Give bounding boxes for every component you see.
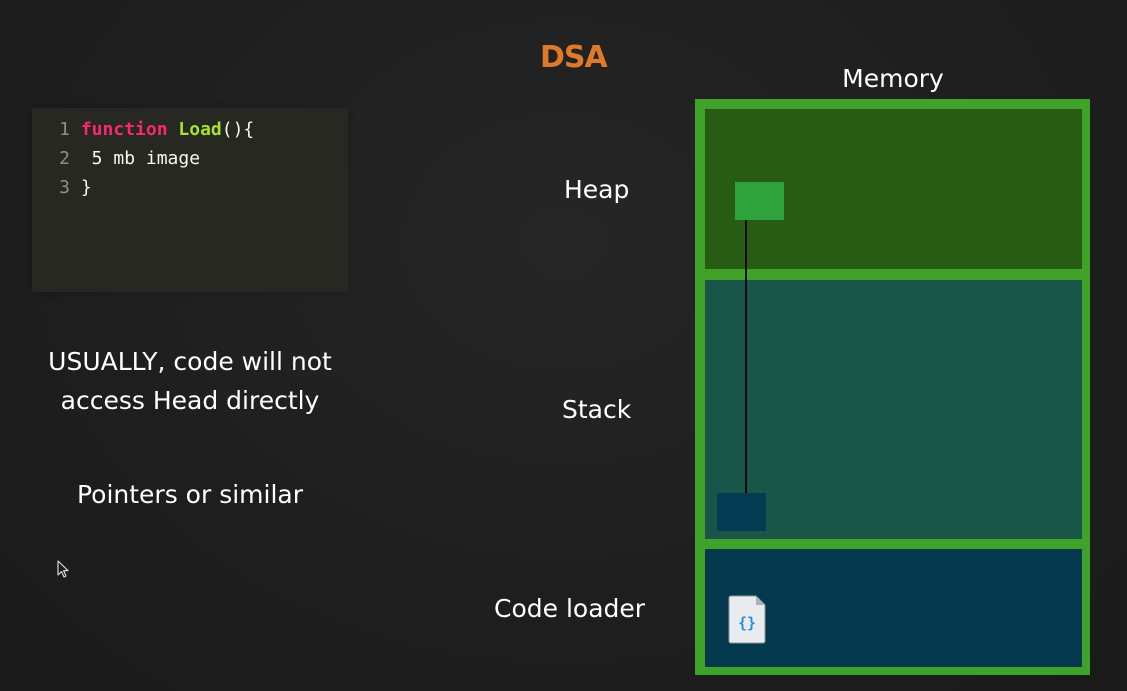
label-code-loader: Code loader bbox=[494, 594, 646, 623]
line-number: 3 bbox=[59, 177, 70, 198]
json-file-icon: {} bbox=[728, 595, 766, 644]
note-usually: USUALLY, code will not access Head direc… bbox=[20, 342, 360, 420]
note-line-2: access Head directly bbox=[60, 386, 320, 415]
cursor-icon bbox=[57, 560, 69, 578]
memory-block bbox=[695, 99, 1090, 675]
stack-region bbox=[705, 280, 1082, 539]
file-icon-text: {} bbox=[738, 614, 756, 632]
code-function-name: Load bbox=[178, 119, 222, 140]
note-pointers: Pointers or similar bbox=[76, 480, 304, 509]
label-stack: Stack bbox=[562, 395, 632, 424]
code-line-1: 1 function Load(){ bbox=[32, 116, 254, 144]
code-keyword: function bbox=[80, 119, 168, 140]
code-panel: 1 function Load(){ 2 5 mb image 3 } bbox=[32, 108, 348, 292]
label-heap: Heap bbox=[564, 175, 630, 204]
pointer-line bbox=[745, 218, 747, 495]
code-loader-region bbox=[705, 549, 1082, 667]
code-text: (){ bbox=[221, 119, 255, 140]
code-line-3: 3 } bbox=[32, 174, 92, 202]
code-text: 5 mb image bbox=[80, 148, 201, 169]
line-number: 2 bbox=[59, 148, 70, 169]
heap-object bbox=[735, 182, 784, 220]
stack-reference bbox=[717, 493, 766, 531]
line-number: 1 bbox=[59, 119, 70, 140]
code-text: } bbox=[80, 177, 92, 198]
memory-title: Memory bbox=[842, 64, 944, 93]
brand-logo: DSA bbox=[540, 40, 608, 75]
note-line-1: USUALLY, code will not bbox=[48, 347, 332, 376]
code-line-2: 2 5 mb image bbox=[32, 145, 200, 173]
